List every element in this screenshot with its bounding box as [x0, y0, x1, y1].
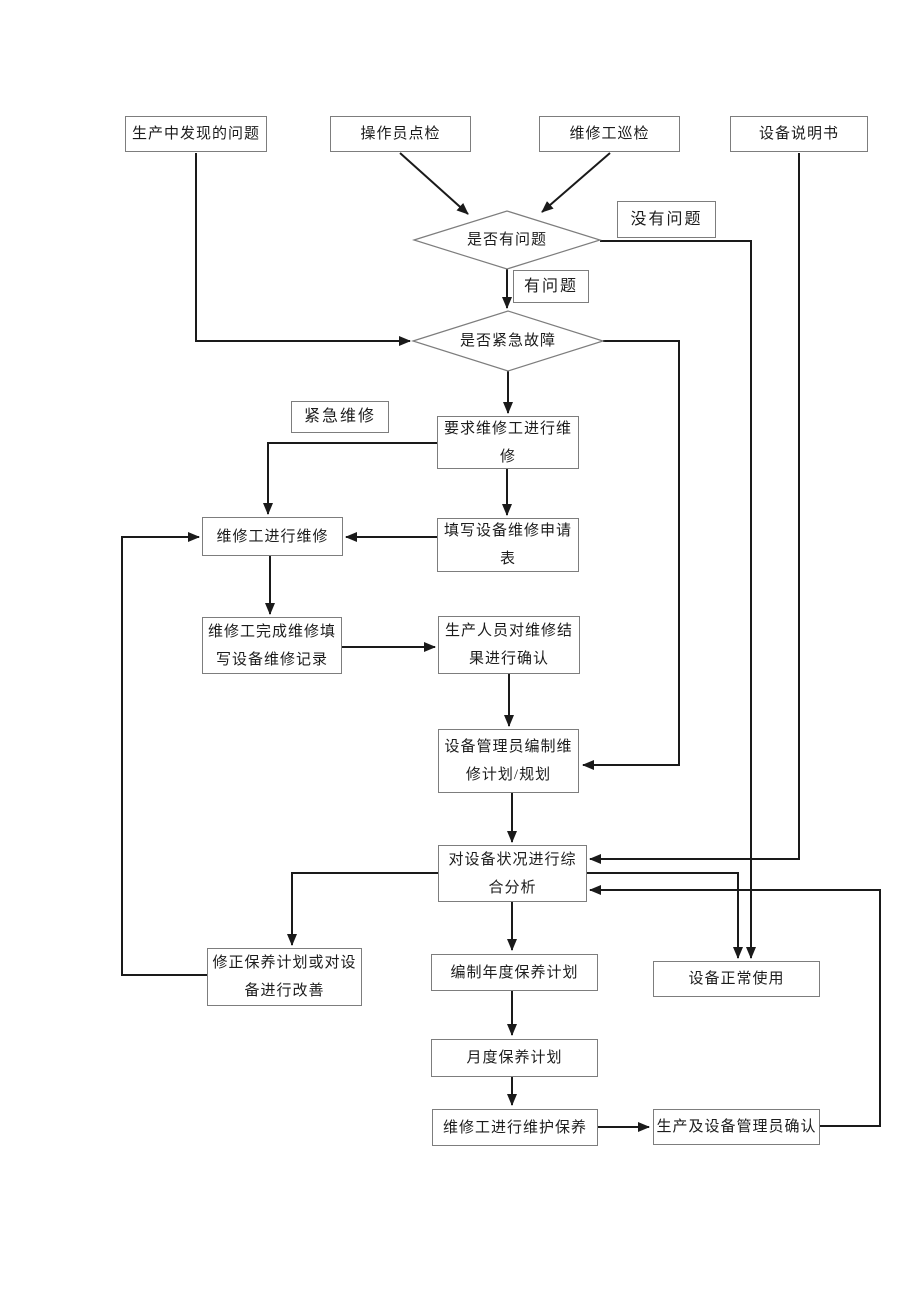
edge-found-problem-to-urgent	[195, 153, 411, 346]
edge-manual-to-analysis	[589, 153, 800, 864]
edge-has-problem-no-to-normal-use	[600, 240, 756, 959]
urgent-fault-decision: 是否紧急故障	[459, 333, 556, 349]
repairman-repair: 维修工进行维修	[202, 517, 343, 556]
admin-repair-plan: 设备管理员编制维 修计划/规划	[438, 729, 579, 793]
urgent-fault-decision-shape	[411, 310, 605, 372]
edge-manager-confirm-to-analysis	[589, 885, 881, 1127]
require-repair: 要求维修工进行维 修	[437, 416, 579, 469]
flowchart-edges	[121, 152, 881, 1132]
fill-repair-form: 填写设备维修申请 表	[437, 518, 579, 572]
edge-operator-check-to-has-problem	[399, 152, 469, 215]
flowchart-diamonds	[411, 210, 605, 372]
revise-maintain-plan: 修正保养计划或对设 备进行改善	[207, 948, 362, 1006]
edge-analysis-to-revise-plan	[287, 872, 438, 946]
has-problem-decision: 是否有问题	[466, 232, 547, 248]
edge-patrol-to-has-problem	[541, 152, 611, 213]
monthly-maintain-plan: 月度保养计划	[431, 1039, 598, 1077]
has-problem-decision-shape	[411, 210, 603, 270]
edge-urgent-no-to-admin-plan	[582, 340, 680, 770]
repairman-maintain: 维修工进行维护保养	[432, 1109, 598, 1146]
operator-check: 操作员点检	[330, 116, 471, 152]
complete-repair-record: 维修工完成维修填 写设备维修记录	[202, 617, 342, 674]
normal-use: 设备正常使用	[653, 961, 820, 997]
found-problem: 生产中发现的问题	[125, 116, 267, 152]
has-problem-label: 有问题	[513, 270, 589, 303]
edge-require-repair-to-repairman	[263, 442, 437, 515]
no-problem-label: 没有问题	[617, 201, 716, 238]
repairman-patrol: 维修工巡检	[539, 116, 680, 152]
comprehensive-analysis: 对设备状况进行综 合分析	[438, 845, 587, 902]
urgent-repair-label: 紧急维修	[291, 401, 389, 433]
manager-confirm: 生产及设备管理员确认	[653, 1109, 820, 1145]
production-confirm: 生产人员对维修结 果进行确认	[438, 616, 580, 674]
annual-maintain-plan: 编制年度保养计划	[431, 954, 598, 991]
edge-revise-plan-to-repairman	[121, 532, 207, 976]
equipment-manual: 设备说明书	[730, 116, 868, 152]
edge-analysis-to-normal-use	[587, 872, 743, 959]
